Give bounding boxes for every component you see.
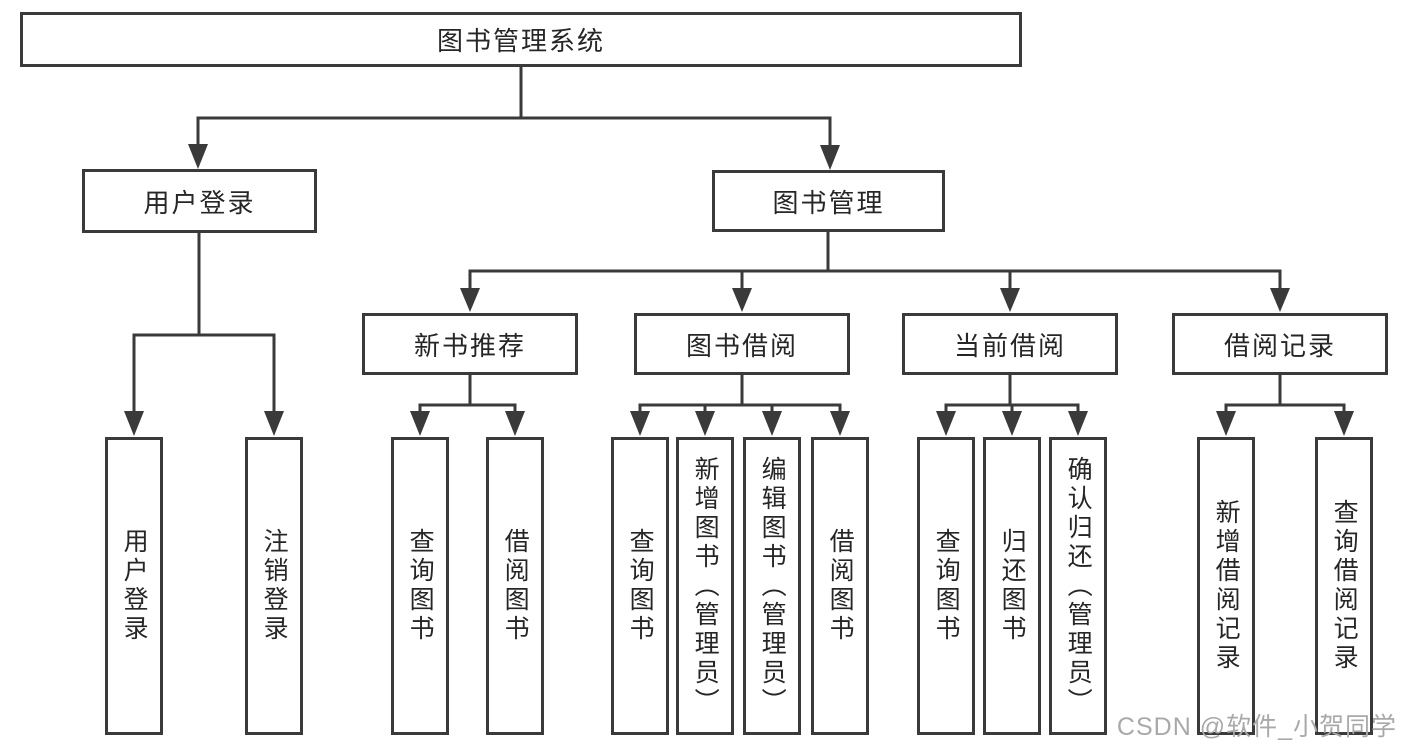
- arrowhead: [1216, 411, 1236, 436]
- node-book-management: 图书管理: [712, 170, 945, 232]
- connector-user-login-to-leaves: [132, 233, 276, 412]
- leaf-add-borrow-record: 新增借阅记录: [1197, 437, 1255, 735]
- arrowhead: [1002, 411, 1022, 436]
- connector-root-to-level2: [196, 67, 832, 146]
- arrowhead: [630, 411, 650, 436]
- node-user-login: 用户登录: [82, 169, 317, 233]
- leaf-logout-login: 注销登录: [245, 437, 303, 735]
- leaf-label: 查询图书: [626, 528, 655, 644]
- leaf-edit-books-admin: 编辑图书（管理员）: [743, 437, 801, 735]
- leaf-user-login: 用户登录: [105, 437, 163, 735]
- leaf-query-borrow-record: 查询借阅记录: [1315, 437, 1373, 735]
- arrowhead: [124, 411, 144, 436]
- arrowhead: [1270, 288, 1290, 312]
- arrowhead: [264, 411, 284, 436]
- node-library-management-system: 图书管理系统: [20, 12, 1022, 67]
- leaf-query-books-current: 查询图书: [917, 437, 975, 735]
- leaf-label: 编辑图书（管理员）: [758, 455, 787, 717]
- leaf-label: 注销登录: [260, 528, 289, 644]
- connector-book-management-to-level3: [468, 232, 1282, 289]
- leaf-label: 借阅图书: [826, 528, 855, 644]
- leaf-borrow-books-borrowing: 借阅图书: [811, 437, 869, 735]
- arrowhead: [188, 144, 208, 169]
- leaf-query-books-borrowing: 查询图书: [611, 437, 669, 735]
- arrowhead: [1000, 288, 1020, 312]
- watermark: CSDN @软件_小贺同学: [1116, 713, 1397, 741]
- leaf-label: 查询借阅记录: [1330, 499, 1359, 673]
- leaf-query-books-recommend: 查询图书: [391, 437, 449, 735]
- arrowhead: [1068, 411, 1088, 436]
- leaf-label: 借阅图书: [501, 528, 530, 644]
- leaf-add-books-admin: 新增图书（管理员）: [676, 437, 734, 735]
- node-book-borrowing: 图书借阅: [634, 313, 850, 375]
- arrowhead: [1334, 411, 1354, 436]
- leaf-borrow-books-recommend: 借阅图书: [486, 437, 544, 735]
- arrowhead: [762, 411, 782, 436]
- connector-current-borrowing-to-leaves: [944, 375, 1080, 413]
- arrowhead: [695, 411, 715, 436]
- leaf-return-books: 归还图书: [983, 437, 1041, 735]
- leaf-label: 新增借阅记录: [1212, 499, 1241, 673]
- arrowhead: [410, 411, 430, 436]
- connector-book-borrowing-to-leaves: [638, 375, 842, 413]
- arrowhead: [830, 411, 850, 436]
- arrowhead: [505, 411, 525, 436]
- leaf-label: 用户登录: [120, 528, 149, 644]
- leaf-label: 查询图书: [406, 528, 435, 644]
- leaf-confirm-return-admin: 确认归还（管理员）: [1049, 437, 1107, 735]
- node-current-borrowing: 当前借阅: [902, 313, 1118, 375]
- leaf-label: 查询图书: [932, 528, 961, 644]
- arrowhead: [732, 288, 752, 312]
- arrowhead: [936, 411, 956, 436]
- arrowhead: [460, 288, 480, 312]
- leaf-label: 归还图书: [998, 528, 1027, 644]
- connector-borrowing-records-to-leaves: [1224, 375, 1346, 413]
- leaf-label: 新增图书（管理员）: [691, 455, 720, 717]
- node-new-book-recommendation: 新书推荐: [362, 313, 578, 375]
- arrowhead: [820, 145, 840, 170]
- connector-new-book-to-leaves: [418, 375, 517, 413]
- leaf-label: 确认归还（管理员）: [1064, 455, 1093, 717]
- node-borrowing-records: 借阅记录: [1172, 313, 1388, 375]
